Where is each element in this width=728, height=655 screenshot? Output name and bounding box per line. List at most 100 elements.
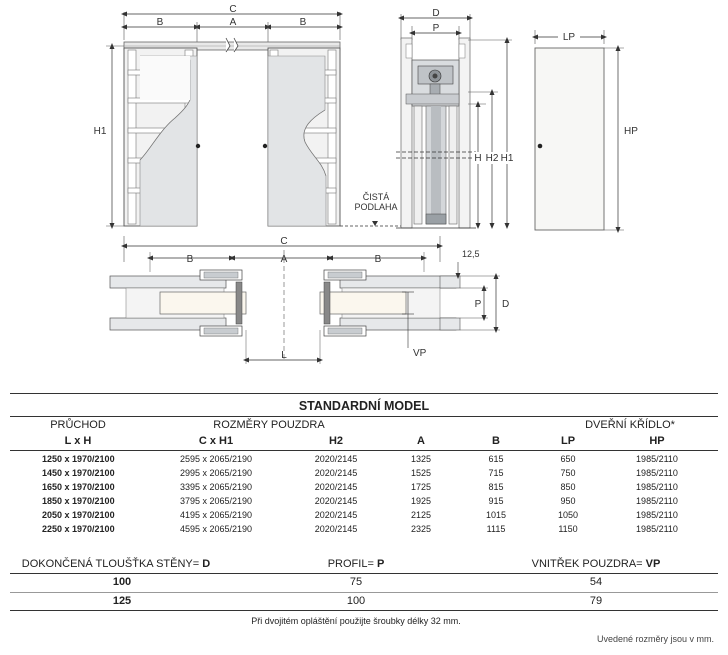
- table-title: STANDARDNÍ MODEL: [298, 399, 430, 413]
- col-header-lxh: L x H: [64, 435, 92, 447]
- cell-b: 615: [488, 454, 504, 464]
- cell-b: 915: [488, 496, 504, 506]
- door-handle-icon: [537, 143, 543, 149]
- table-row: 2050 x 1970/2100 4195 x 2065/2190 2020/2…: [0, 509, 728, 522]
- col-header-b: B: [492, 435, 500, 447]
- plan-dim-label-vp: VP: [413, 348, 427, 359]
- cell-b: 815: [488, 482, 504, 492]
- dim-label-b-left: B: [157, 17, 164, 28]
- cell-lp: 1050: [557, 510, 579, 520]
- cell-lp: 650: [560, 454, 576, 464]
- cell-hp: 1985/2110: [636, 496, 678, 506]
- cell-hp: 1985/2110: [636, 468, 678, 478]
- cell-lxh: 1850 x 1970/2100: [42, 496, 115, 506]
- dim-label-h: H: [474, 153, 481, 164]
- cell-cxh1: 4595 x 2065/2190: [179, 524, 253, 534]
- col-header-hp: HP: [649, 435, 665, 447]
- header-pocket-interior: VNITŘEK POUZDRA= VP: [531, 558, 661, 570]
- technical-drawings: C B A B: [94, 4, 638, 364]
- cell-h2: 2020/2145: [314, 468, 358, 478]
- cell-a: 2125: [410, 510, 432, 520]
- wall-cell-p: 100: [346, 595, 366, 607]
- table-row: 1650 x 1970/2100 3395 x 2065/2190 2020/2…: [0, 481, 728, 494]
- dim-label-p: P: [433, 23, 440, 34]
- cell-cxh1: 2595 x 2065/2190: [179, 454, 253, 464]
- header-door-leaf: DVEŘNÍ KŘÍDLO*: [585, 419, 675, 431]
- cell-b: 1015: [485, 510, 507, 520]
- cell-h2: 2020/2145: [314, 510, 358, 520]
- plan-dim-label-c: C: [280, 236, 287, 247]
- wall-cell-p: 75: [349, 576, 363, 588]
- cell-cxh1: 3395 x 2065/2190: [179, 482, 253, 492]
- dim-label-h1-side: H1: [501, 153, 514, 164]
- floor-label-line2: PODLAHA: [354, 202, 397, 212]
- header-passage: PRŮCHOD: [50, 419, 106, 431]
- footnote: Při dvojitém opláštění použijte šroubky …: [251, 616, 461, 626]
- cell-hp: 1985/2110: [636, 454, 678, 464]
- col-header-a: A: [417, 435, 425, 447]
- cell-lxh: 1250 x 1970/2100: [42, 454, 115, 464]
- door-leaf-view: LP HP: [532, 30, 638, 233]
- front-elevation: C B A B: [94, 4, 410, 229]
- plan-dim-label-b-right: B: [375, 254, 382, 265]
- cell-lp: 950: [560, 496, 576, 506]
- col-header-lp: LP: [560, 435, 576, 447]
- cell-lp: 750: [560, 468, 576, 478]
- cell-lxh: 1450 x 1970/2100: [42, 468, 115, 478]
- door-handle-icon: [195, 143, 201, 149]
- header-profile: PROFIL= P: [327, 558, 385, 570]
- cell-b: 715: [488, 468, 504, 478]
- cell-cxh1: 4195 x 2065/2190: [179, 510, 253, 520]
- col-header-h2: H2: [328, 435, 344, 447]
- dim-label-h1: H1: [94, 126, 107, 137]
- cell-hp: 1985/2110: [636, 524, 678, 534]
- cell-h2: 2020/2145: [314, 482, 358, 492]
- col-header-cxh1: C x H1: [198, 435, 234, 447]
- dim-label-lp: LP: [563, 32, 576, 43]
- table-row: 2250 x 1970/2100 4595 x 2065/2190 2020/2…: [0, 523, 728, 536]
- cell-a: 2325: [410, 524, 432, 534]
- plan-dim-label-d: D: [502, 299, 509, 310]
- plan-dim-label-p: P: [475, 299, 482, 310]
- units-note: Uvedené rozměry jsou v mm.: [596, 634, 714, 644]
- table-row: 1250 x 1970/2100 2595 x 2065/2190 2020/2…: [0, 453, 728, 466]
- table-row: 1450 x 1970/2100 2995 x 2065/2190 2020/2…: [0, 467, 728, 480]
- dim-label-h2: H2: [486, 153, 499, 164]
- floor-label-line1: ČISTÁ: [363, 192, 390, 202]
- cell-lxh: 2250 x 1970/2100: [42, 524, 115, 534]
- header-wall-thickness: DOKONČENÁ TLOUŠŤKA STĚNY= D: [21, 558, 211, 570]
- wall-cell-vp: 79: [589, 595, 603, 607]
- header-pocket-dimensions: ROZMĚRY POUZDRA: [213, 419, 325, 431]
- cell-a: 1525: [410, 468, 432, 478]
- cell-cxh1: 2995 x 2065/2190: [179, 468, 253, 478]
- dimension-tables: STANDARDNÍ MODEL PRŮCHOD ROZMĚRY POUZDRA…: [0, 392, 728, 655]
- plan-dim-label-12-5: 12,5: [462, 249, 480, 259]
- cell-b: 1115: [486, 524, 506, 534]
- plan-view: C B A B 12,5: [109, 236, 509, 364]
- cell-h2: 2020/2145: [314, 496, 358, 506]
- door-handle-icon: [262, 143, 268, 149]
- table-row: 1850 x 1970/2100 3795 x 2065/2190 2020/2…: [0, 495, 728, 508]
- wall-cell-d: 125: [112, 595, 132, 607]
- dim-label-hp: HP: [624, 126, 638, 137]
- cell-a: 1325: [410, 454, 432, 464]
- cell-h2: 2020/2145: [314, 454, 358, 464]
- cell-lxh: 1650 x 1970/2100: [42, 482, 115, 492]
- cell-lp: 850: [560, 482, 576, 492]
- cell-lp: 1150: [558, 524, 578, 534]
- wall-cell-d: 100: [112, 576, 132, 588]
- plan-dim-label-l: L: [281, 350, 287, 361]
- dim-label-c: C: [229, 4, 236, 15]
- cell-lxh: 2050 x 1970/2100: [42, 510, 115, 520]
- cell-cxh1: 3795 x 2065/2190: [179, 496, 253, 506]
- side-section: D P H H2 H1: [396, 8, 516, 229]
- cell-hp: 1985/2110: [636, 510, 678, 520]
- cell-a: 1725: [410, 482, 432, 492]
- wall-cell-vp: 54: [589, 576, 603, 588]
- dim-label-a: A: [230, 17, 237, 28]
- cell-hp: 1985/2110: [636, 482, 678, 492]
- dim-label-d: D: [432, 8, 439, 19]
- plan-dim-label-b-left: B: [187, 254, 194, 265]
- cell-a: 1925: [410, 496, 432, 506]
